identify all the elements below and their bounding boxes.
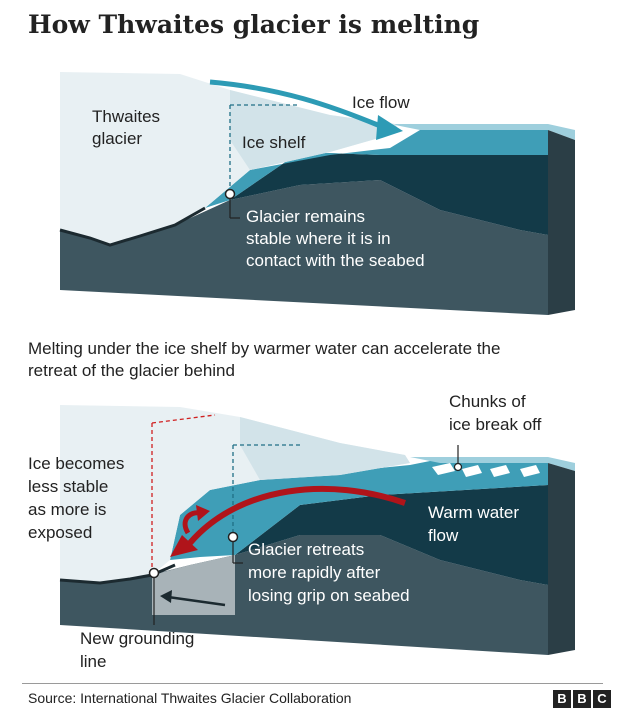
ice-flow-arrow	[209, 79, 386, 131]
bbc-logo-letter: B	[553, 690, 571, 708]
ice-chunk	[520, 465, 540, 477]
ice-shelf-face-2	[240, 417, 410, 480]
seabed-line-2	[59, 563, 176, 585]
block-right-side-2	[548, 463, 575, 655]
ice-chunk	[462, 465, 482, 477]
bbc-logo-letter: C	[593, 690, 611, 708]
deep-water-2	[235, 485, 548, 585]
chunks-label: Chunks of ice break off	[449, 392, 542, 434]
seabed-rock-2	[60, 535, 548, 655]
ice-shelf-face	[230, 90, 400, 170]
ice-shelf-label: Ice shelf	[242, 133, 306, 152]
bbc-logo: B B C	[553, 690, 611, 708]
mid-water-2	[170, 459, 548, 560]
page-title: How Thwaites glacier is melting	[28, 10, 480, 39]
warm-water-arrowhead	[170, 535, 198, 557]
stable-label: Glacier remains stable where it is in co…	[246, 207, 425, 270]
block-right-side	[548, 130, 575, 315]
less-stable-label: Ice becomes less stable as more is expos…	[28, 454, 129, 542]
ocean-surface	[390, 124, 575, 140]
grounding-point	[224, 188, 236, 200]
new-grounding-point	[148, 567, 160, 579]
warm-water-label: Warm water flow	[428, 503, 524, 545]
ocean-surface-2	[410, 457, 575, 471]
retreat-arrowhead	[160, 590, 172, 603]
ice-flow-label: Ice flow	[352, 93, 410, 112]
source-credit: Source: International Thwaites Glacier C…	[28, 690, 352, 706]
warm-curl-arrowhead	[196, 505, 210, 521]
retreats-label: Glacier retreats more rapidly after losi…	[248, 540, 410, 605]
subtitle: Melting under the ice shelf by warmer wa…	[28, 339, 501, 380]
footer-divider	[22, 683, 603, 684]
old-grounding-point	[227, 531, 239, 543]
grounding-label: New grounding line	[80, 629, 199, 671]
seabed-rock	[60, 180, 548, 315]
ice-chunk	[490, 465, 510, 477]
bbc-logo-letter: B	[573, 690, 591, 708]
glacier-label: Thwaites glacier	[92, 107, 165, 148]
ice-chunk	[432, 463, 455, 475]
exposed-seabed-zone	[152, 555, 235, 615]
mid-water	[205, 130, 548, 208]
deep-water	[230, 152, 548, 235]
stable-glacier-diagram: Thwaites glacier Ice flow Ice shelf Glac…	[0, 60, 625, 325]
ice-flow-arrowhead	[376, 115, 403, 140]
retreating-glacier-diagram: Chunks of ice break off Ice becomes less…	[0, 385, 625, 680]
warm-water-arrow	[187, 485, 406, 545]
seabed-line	[59, 206, 206, 247]
